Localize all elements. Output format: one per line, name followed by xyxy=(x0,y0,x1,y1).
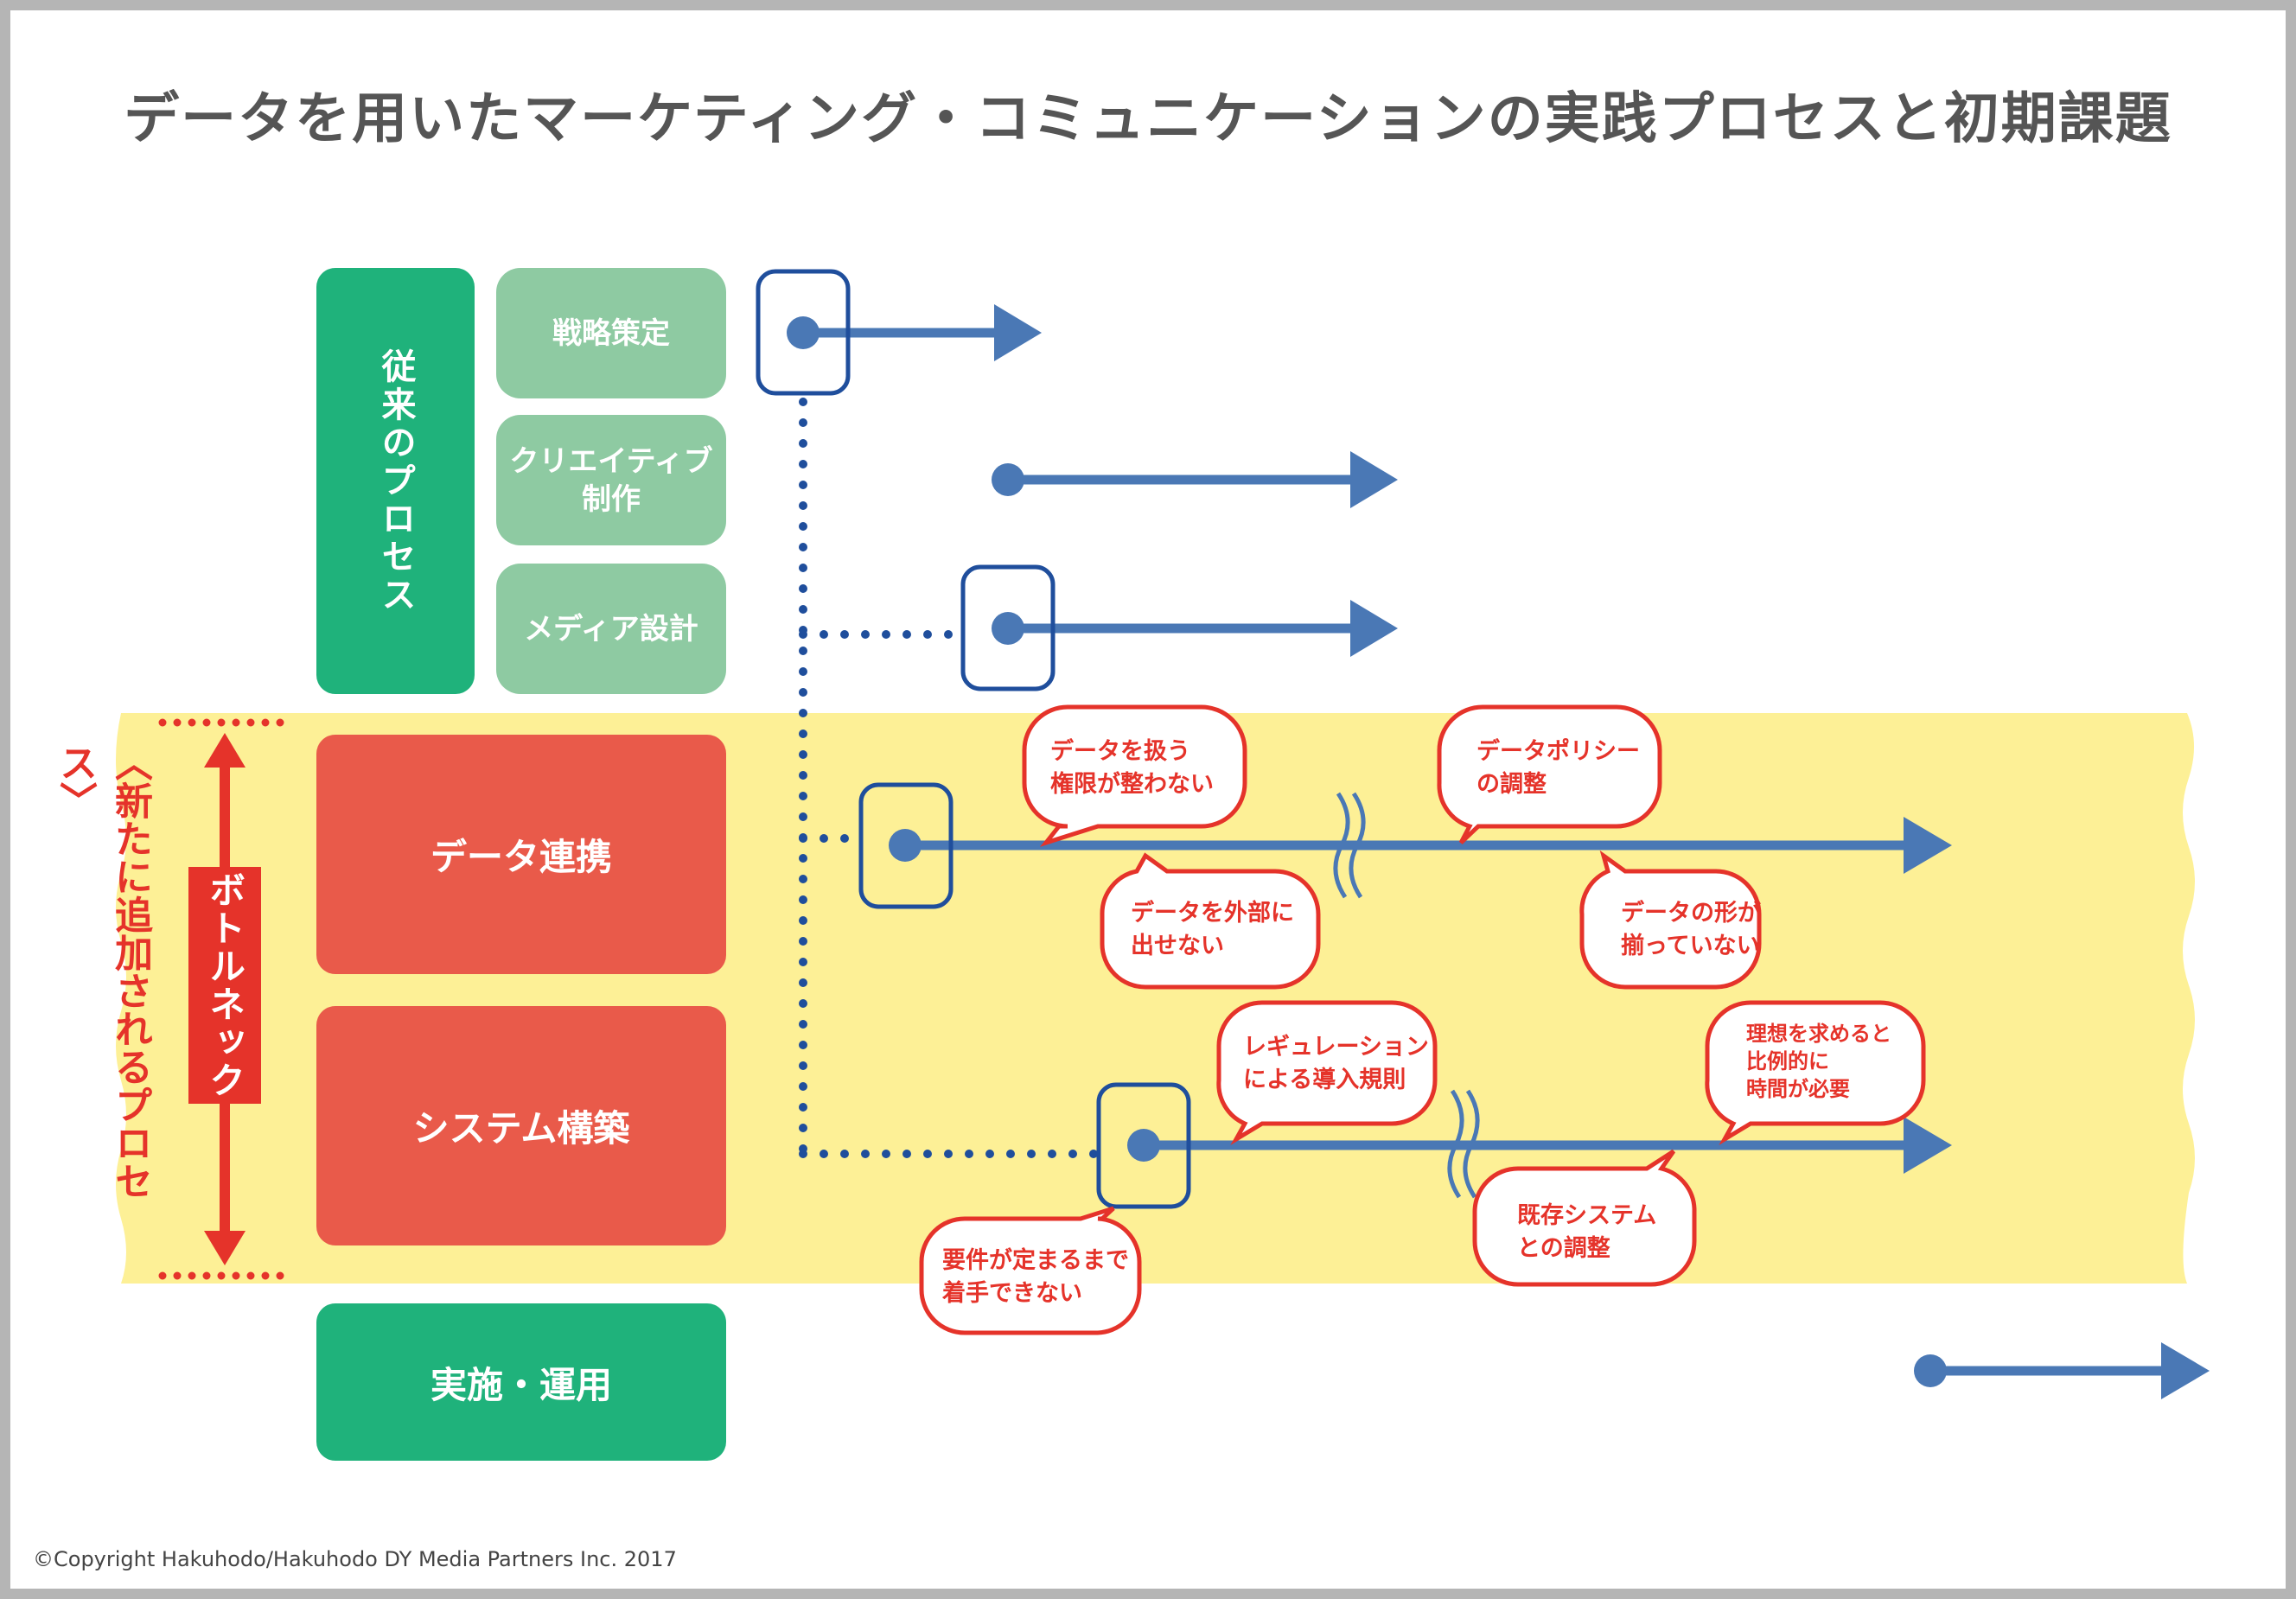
operation-arrow xyxy=(1914,1342,2210,1399)
issue-permission: データを扱う 権限が整わない xyxy=(1050,738,1214,798)
start-point-frames xyxy=(756,269,1191,1209)
issue-format: データの形が 揃っていない xyxy=(1621,900,1761,959)
issue-bubbles xyxy=(919,704,1926,1335)
bubble-regulation xyxy=(1216,1000,1438,1145)
copyright: ©Copyright Hakuhodo/Hakuhodo DY Media Pa… xyxy=(33,1547,677,1571)
strategy-arrow xyxy=(787,304,1042,361)
creative-arrow xyxy=(992,451,1398,508)
step-strategy: 戦略策定 xyxy=(496,268,726,398)
traditional-process-label: 従来のプロセス xyxy=(316,268,475,694)
page-title: データを用いたマーケティング・コミュニケーションの実践プロセスと初期課題 xyxy=(124,87,2172,151)
dotted-connectors xyxy=(799,398,1102,1158)
issue-requirements: 要件が定まるまで 着手できない xyxy=(942,1247,1129,1307)
step-operation: 実施・運用 xyxy=(316,1303,726,1461)
bubble-permission xyxy=(1022,704,1247,847)
issue-policy: データポリシー の調整 xyxy=(1476,738,1640,798)
issue-existing: 既存システム との調整 xyxy=(1517,1202,1657,1262)
new-process-side-label: 〈新たに追加されるプロセス〉 xyxy=(53,743,152,1200)
media-arrow xyxy=(992,600,1398,657)
step-data-linkage: データ連携 xyxy=(316,735,726,974)
issue-external: データを外部に 出せない xyxy=(1131,900,1294,959)
step-system-build: システム構築 xyxy=(316,1006,726,1245)
bottleneck-label: ボトルネック xyxy=(188,867,261,1104)
step-media: メディア設計 xyxy=(496,564,726,694)
issue-regulation: レギュレーション による導入規則 xyxy=(1243,1034,1429,1093)
time-break-marks xyxy=(1333,792,1480,1199)
data-linkage-arrow xyxy=(889,817,1952,874)
bubble-requirements xyxy=(919,1206,1142,1335)
bubble-external xyxy=(1100,852,1321,990)
bubble-format xyxy=(1579,850,1762,990)
timeline-arrows xyxy=(787,304,2210,1399)
bubble-policy xyxy=(1437,704,1662,844)
step-creative: クリエイティブ 制作 xyxy=(496,415,726,545)
bubble-existing xyxy=(1472,1149,1697,1287)
bubble-ideal xyxy=(1705,1000,1926,1145)
issue-ideal: 理想を求めると 比例的に 時間が必要 xyxy=(1746,1022,1891,1101)
system-build-arrow xyxy=(1127,1117,1952,1174)
